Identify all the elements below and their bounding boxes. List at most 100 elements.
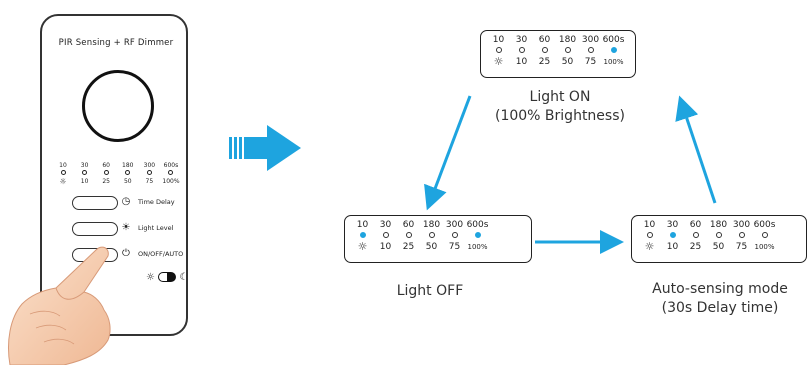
time-label: 10 (643, 219, 656, 230)
remote-level-label: 75 (145, 177, 154, 185)
sun-icon: ☼ (146, 272, 155, 283)
arrow-auto-to-on (675, 95, 717, 204)
indicator-dot (125, 169, 131, 175)
indicator-dot (587, 46, 594, 53)
indicator-dot-lit (359, 231, 366, 238)
indicator-row (351, 230, 525, 241)
time-label: 10 (492, 34, 505, 45)
time-label: 30 (666, 219, 679, 230)
dimmer-dial[interactable] (82, 70, 154, 142)
toggle-icon (158, 272, 177, 282)
indicator-dot (495, 46, 502, 53)
indicator-dot (564, 46, 571, 53)
indicator-dot (646, 231, 653, 238)
indicator-dot (738, 231, 745, 238)
level-label: 100% (754, 242, 775, 251)
time-label: 60 (538, 34, 551, 45)
clock-icon: ◷ (121, 196, 131, 207)
caption-light-on: Light ON (100% Brightness) (485, 88, 635, 126)
moon-icon: ☾ (179, 272, 189, 283)
time-label: 60 (402, 219, 415, 230)
indicator-dot-lit (669, 231, 676, 238)
time-label: 180 (422, 219, 441, 230)
level-label: 25 (538, 56, 551, 67)
on-off-auto-label: ON/OFF/AUTO (138, 250, 184, 258)
remote-level-label: 10 (80, 177, 89, 185)
indicator-dot (168, 169, 174, 175)
caption-light-off: Light OFF (360, 282, 500, 301)
level-label: 10 (515, 56, 528, 67)
time-label: 600s (466, 219, 489, 230)
time-label: 300 (445, 219, 464, 230)
level-label: 25 (402, 241, 415, 252)
indicator-dot (382, 231, 389, 238)
indicator-dot (103, 169, 109, 175)
remote-level-row: ☼ 10 25 50 75 100% (54, 176, 180, 186)
level-label: 100% (603, 57, 624, 66)
remote-level-label: 50 (123, 177, 132, 185)
indicator-dot (518, 46, 525, 53)
caption-line: Auto-sensing mode (652, 281, 788, 297)
indicator-dot-lit (610, 46, 617, 53)
indicator-dot (60, 169, 66, 175)
time-label: 180 (709, 219, 728, 230)
sun-icon: ☼ (493, 55, 504, 68)
indicator-dot (451, 231, 458, 238)
level-label: 50 (425, 241, 438, 252)
sun-icon: ☼ (357, 240, 368, 253)
level-label: 75 (584, 56, 597, 67)
hand-illustration (8, 246, 111, 365)
time-label: 300 (732, 219, 751, 230)
brightness-icon: ☀ (121, 222, 131, 233)
level-label: 25 (689, 241, 702, 252)
level-label: 100% (467, 242, 488, 251)
arrow-on-to-off (424, 95, 472, 211)
time-delay-button[interactable] (72, 196, 118, 210)
remote-time-label: 60 (102, 161, 110, 169)
indicator-dot (541, 46, 548, 53)
indicator-dot (405, 231, 412, 238)
remote-title: PIR Sensing + RF Dimmer (58, 38, 174, 48)
time-label: 60 (689, 219, 702, 230)
day-night-switch[interactable]: ☼ ☾ (146, 272, 188, 283)
time-label: 30 (515, 34, 528, 45)
remote-scale: 10 30 60 180 300 600s ☼ 10 25 50 75 100% (54, 161, 180, 186)
remote-time-row: 10 30 60 180 300 600s (54, 161, 180, 169)
time-label: 300 (581, 34, 600, 45)
indicator-dot (428, 231, 435, 238)
level-label: 10 (666, 241, 679, 252)
light-level-label: Light Level (138, 224, 174, 232)
level-label: 75 (448, 241, 461, 252)
level-row: ☼ 10 25 50 75 100% (351, 241, 525, 252)
remote-time-label: 300 (143, 161, 156, 169)
time-label: 600s (753, 219, 776, 230)
sun-icon: ☼ (59, 176, 67, 186)
remote-dot-row (54, 169, 180, 177)
indicator-dot (146, 169, 152, 175)
indicator-row (638, 230, 800, 241)
main-arrow-icon (229, 125, 301, 171)
indicator-dot-lit (474, 231, 481, 238)
indicator-row (487, 45, 629, 56)
level-label: 75 (735, 241, 748, 252)
time-label: 10 (356, 219, 369, 230)
remote-time-label: 600s (163, 161, 179, 169)
caption-auto-sensing: Auto-sensing mode (30s Delay time) (632, 280, 808, 318)
level-label: 10 (379, 241, 392, 252)
caption-line: (30s Delay time) (661, 300, 779, 316)
time-label: 30 (379, 219, 392, 230)
time-label: 600s (602, 34, 625, 45)
indicator-dot (692, 231, 699, 238)
sun-icon: ☼ (644, 240, 655, 253)
time-delay-label: Time Delay (138, 198, 175, 206)
caption-line: Light OFF (396, 283, 464, 299)
light-level-button[interactable] (72, 222, 118, 236)
